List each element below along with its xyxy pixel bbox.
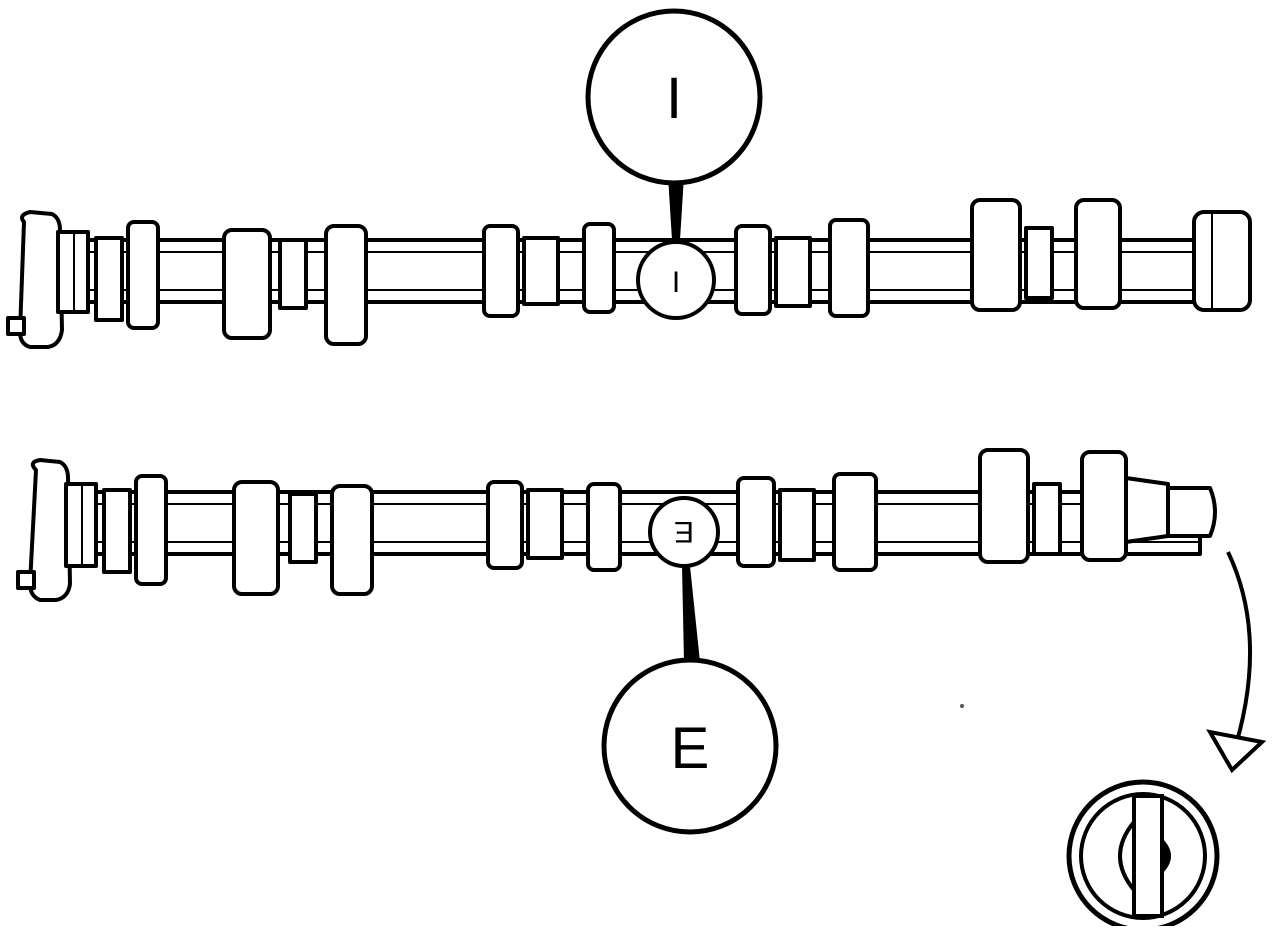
exhaust-stamp-label: E [674, 515, 694, 548]
intake-callout-circle [585, 8, 763, 186]
intake-stamp-circle [636, 240, 716, 320]
intake-camshaft [6, 198, 1252, 349]
intake-stamp-label: I [672, 266, 680, 299]
speck-mark [960, 704, 964, 708]
end-view-arrow [1226, 551, 1253, 759]
exhaust-camshaft [16, 448, 1217, 602]
camshaft-end-view [1066, 779, 1220, 931]
intake-leader-line [668, 176, 684, 240]
exhaust-callout-circle [601, 657, 779, 835]
intake-callout-label: I [666, 66, 682, 131]
exhaust-leader-line [682, 566, 700, 662]
exhaust-callout-label: E [671, 716, 710, 781]
end-view-arrowhead-icon [1206, 729, 1267, 774]
